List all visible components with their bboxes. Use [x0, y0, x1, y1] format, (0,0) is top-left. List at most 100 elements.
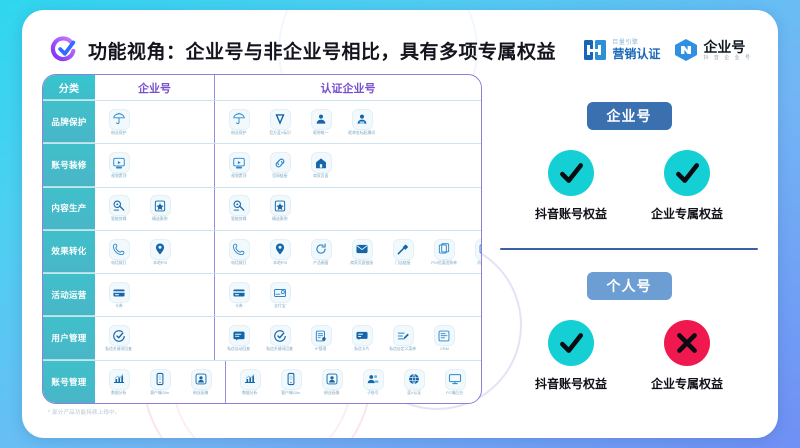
benefit-item: 企业专属权益	[651, 320, 723, 392]
feature-item-label: CRM	[439, 346, 449, 352]
feature-item[interactable]: 官网链接	[260, 152, 300, 178]
cert-logo-main: 营销认证	[612, 47, 661, 61]
feature-item[interactable]: 精选案例	[140, 195, 180, 221]
feature-item[interactable]: 粉丝保护	[99, 108, 139, 135]
benefit-label: 抖音账号权益	[534, 207, 607, 221]
feature-item-label: 粉丝保护	[231, 129, 247, 135]
feature-item[interactable]: 视频置顶	[99, 152, 139, 178]
feature-item[interactable]: 私信卡片	[342, 325, 382, 351]
row-category-label: 账号管理	[43, 360, 95, 403]
link-icon	[269, 152, 291, 174]
person-badge-icon	[310, 108, 332, 130]
enterprise-mark-icon	[674, 38, 698, 62]
feature-icon-group: 卡券支付宝	[219, 282, 300, 308]
location-pin-icon	[269, 238, 291, 260]
feature-item-label: 智能剪辑	[111, 216, 127, 222]
feature-item[interactable]: 产品橱窗	[301, 238, 341, 265]
chat-auto-icon	[108, 325, 130, 347]
personal-badge: 个人号	[586, 272, 672, 300]
cell-certified: 数据分析客户端Cilin粉丝画像子账号蓝V认证PC端后台开放平台	[226, 361, 481, 403]
feature-item[interactable]: 私信关键词回复	[99, 325, 139, 351]
table-row: 品牌保护粉丝保护粉丝保护官方蓝V标识昵称唯一昵称坐标起爆词	[43, 101, 481, 145]
ticket-card-icon	[228, 282, 250, 304]
feature-item[interactable]: 视频置顶	[219, 152, 259, 178]
pay-card-icon	[269, 282, 291, 304]
feature-item[interactable]: 昵称坐标起爆词	[342, 108, 382, 135]
feature-item[interactable]: 门店链接	[383, 238, 423, 265]
feature-item[interactable]: 昵称唯一	[301, 108, 341, 135]
feature-item[interactable]: 私信自定义菜单	[383, 325, 423, 351]
feature-item[interactable]: CRM	[424, 325, 464, 351]
feature-icon-group: 智能剪辑精选案例	[219, 195, 300, 221]
chart-bar-icon	[108, 368, 130, 390]
refresh-circle-icon	[310, 238, 332, 260]
feature-item[interactable]: POI优惠团购单	[424, 238, 464, 265]
feature-item-label: 私信自定义菜单	[389, 346, 417, 352]
feature-item[interactable]: 子账号	[353, 368, 393, 395]
feature-item[interactable]: 本地POI	[140, 238, 180, 265]
feature-item[interactable]: IP管理	[301, 325, 341, 351]
star-box-icon	[269, 195, 291, 217]
feature-item[interactable]: 粉丝画像	[181, 368, 221, 395]
feature-item[interactable]: 数据分析	[230, 368, 270, 395]
column-header-certified: 认证企业号	[320, 82, 376, 95]
check-icon	[664, 150, 710, 196]
phone-call-icon	[108, 238, 130, 260]
hammer-icon	[392, 238, 414, 260]
feature-item[interactable]: 精选案例	[260, 195, 300, 221]
feature-item[interactable]: 私信自动回复	[219, 325, 259, 351]
umbrella-icon	[108, 108, 130, 130]
feature-item[interactable]: 官方蓝V标识	[260, 108, 300, 135]
check-icon	[547, 150, 594, 196]
feature-item[interactable]: 电话拨打	[219, 238, 259, 265]
feature-item[interactable]: 智能剪辑	[99, 195, 139, 221]
feature-item[interactable]: 商家页面链接	[342, 238, 382, 265]
feature-item-label: 产品橱窗	[313, 259, 329, 265]
feature-item-label: 私信关键词回复	[266, 346, 294, 352]
feature-item[interactable]: 粉丝保护	[219, 108, 259, 135]
feature-item[interactable]: 电话拨打	[99, 238, 139, 265]
feature-item[interactable]: 卡券	[99, 282, 139, 308]
benefit-label: 企业专属权益	[651, 207, 724, 221]
message-card-icon	[351, 325, 373, 347]
coupon-stack-icon	[433, 238, 455, 260]
feature-item[interactable]: 客户端Cilin	[271, 368, 311, 395]
cert-logo-sub: 巨量引擎	[612, 40, 639, 46]
feature-item-label: 精选案例	[272, 216, 288, 222]
film-icon	[228, 195, 250, 217]
enterprise-logo-main: 企业号	[703, 38, 746, 55]
feature-icon-group: 视频置顶官网链接 商家页面	[219, 152, 341, 178]
cell-enterprise: 视频置顶	[95, 144, 215, 187]
feature-item[interactable]: PC端后台	[435, 368, 475, 395]
feature-item[interactable]: 智能剪辑	[219, 195, 259, 221]
crm-icon	[433, 325, 455, 347]
feature-item[interactable]: 蓝V认证	[394, 368, 434, 395]
panel-divider	[500, 248, 758, 250]
benefit-label: 抖音账号权益	[534, 377, 607, 391]
feature-item[interactable]: 支付宝	[260, 282, 300, 308]
chart-bar-icon	[239, 368, 261, 390]
personal-marks: 抖音账号权益 企业专属权益	[535, 320, 723, 392]
feature-item[interactable]: 客户端Cilin	[140, 368, 180, 395]
feature-item-label: 商家页面	[313, 173, 329, 179]
person-top-icon	[351, 108, 373, 130]
cell-enterprise: 智能剪辑 精选案例	[95, 187, 215, 230]
feature-item[interactable]: 商家页面	[301, 152, 341, 178]
globe-icon	[403, 368, 425, 390]
feature-item-label: 官网链接	[272, 173, 288, 179]
feature-item[interactable]: 数据分析	[99, 368, 139, 395]
feature-item[interactable]: 卡券	[219, 282, 259, 308]
marketing-cert-logo: 巨量引擎 营销认证	[583, 38, 660, 62]
feature-item[interactable]: 私信关键词回复	[260, 325, 300, 351]
user-profile-icon	[321, 368, 343, 390]
feature-item[interactable]: 粉丝画像	[312, 368, 352, 395]
feature-item[interactable]: 开放平台	[476, 369, 481, 395]
enterprise-logo-sub: 抖 音 企 业 号	[703, 54, 752, 61]
column-header-enterprise: 企业号	[95, 75, 215, 100]
feature-item[interactable]: 消费卡片	[465, 238, 482, 265]
home-icon	[310, 152, 332, 174]
feature-item[interactable]: 本地POI	[260, 238, 300, 265]
feature-item-label: 消费卡片	[477, 259, 482, 265]
